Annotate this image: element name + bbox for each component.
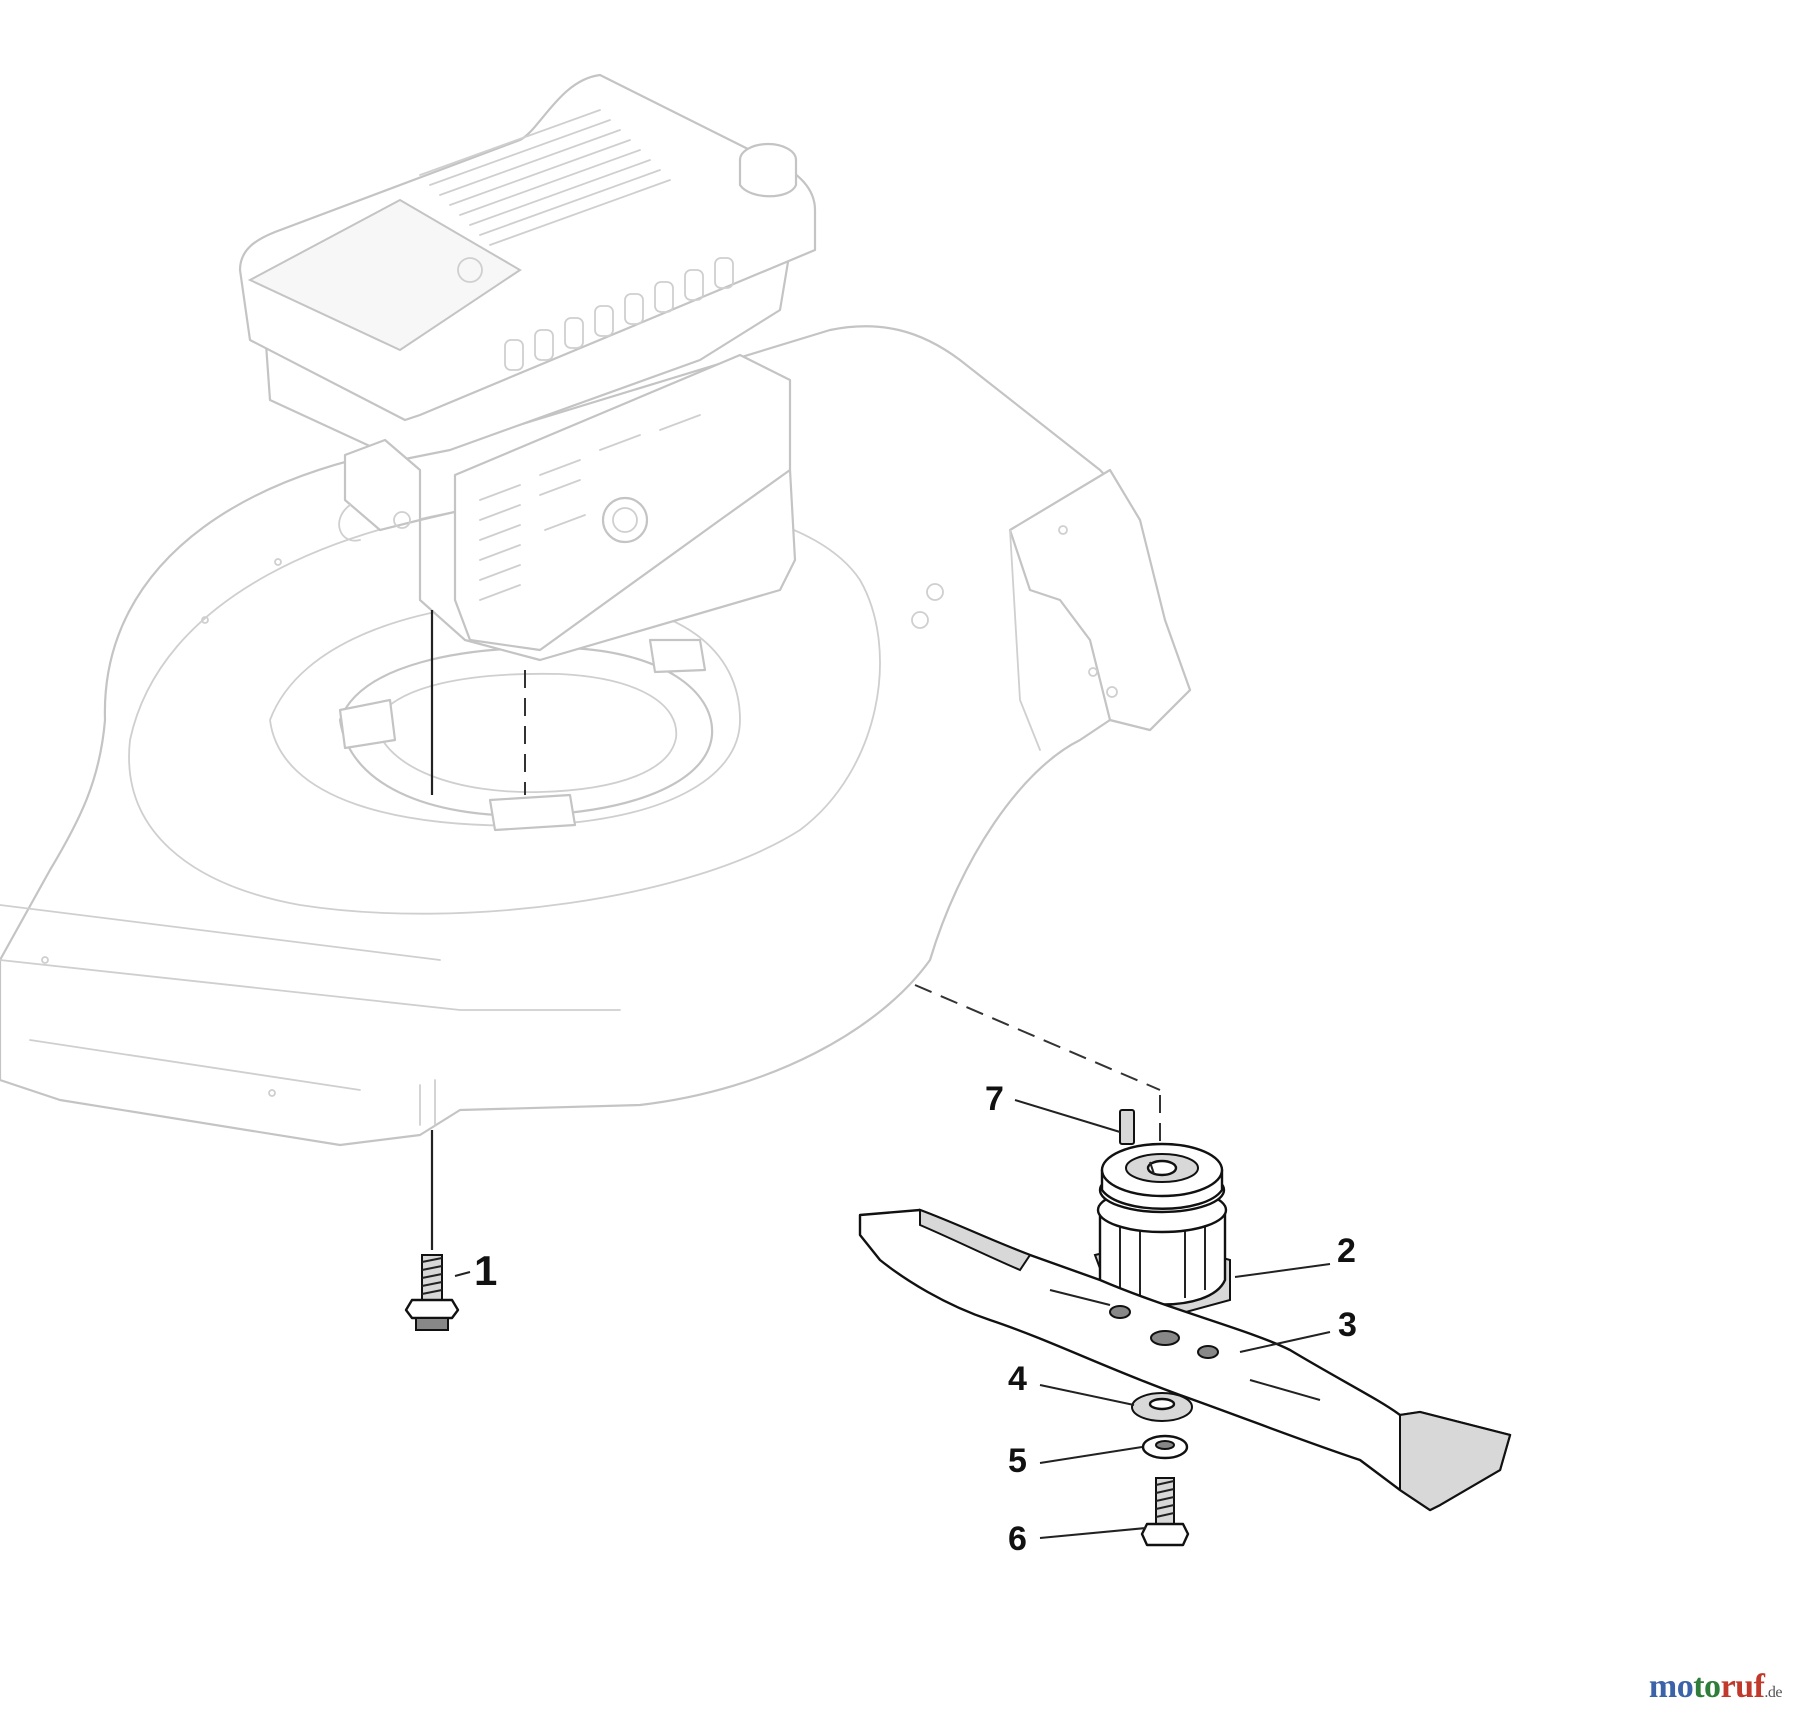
callout-2: 2 [1337,1232,1356,1270]
callout-1: 1 [474,1247,497,1294]
part-4-washer [1131,1392,1193,1422]
part-1-screw [404,1254,460,1331]
callout-leaders [454,1099,1331,1539]
callout-6: 6 [1008,1520,1027,1558]
watermark-logo: motoruf.de [1648,1668,1783,1705]
callout-5: 5 [1008,1442,1027,1480]
part-3-blade [858,1208,1512,1512]
assembly-axes [430,610,1161,1250]
callout-labels: 1 2 3 4 5 6 7 [474,1080,1357,1558]
callout-3: 3 [1338,1306,1357,1344]
part-5-lock-washer [1141,1434,1189,1460]
engine-ghost [238,73,817,662]
part-7-key [1119,1109,1135,1145]
callout-7: 7 [985,1080,1004,1118]
part-6-bolt [1140,1477,1190,1547]
callout-4: 4 [1008,1360,1027,1398]
